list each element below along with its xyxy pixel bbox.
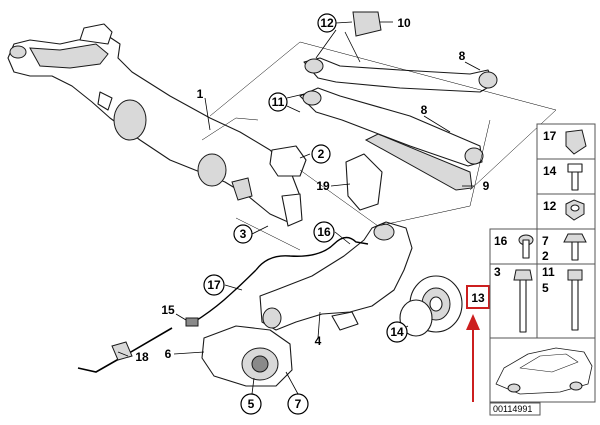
svg-text:17: 17 [207, 278, 221, 292]
callout-3: 3 [233, 224, 253, 244]
axle-carrier-part [7, 23, 303, 227]
sensor-cable-part [255, 236, 369, 271]
brake-line-part [77, 327, 173, 373]
fastener-side-panel: 17 14 12 16 7 2 3 11 5 [489, 123, 596, 403]
svg-text:19: 19 [316, 179, 330, 193]
svg-text:1: 1 [197, 87, 204, 101]
svg-text:15: 15 [161, 303, 175, 317]
side-label-7: 7 [542, 234, 549, 248]
svg-text:2: 2 [318, 147, 325, 161]
svg-text:10: 10 [397, 16, 411, 30]
socket-screw-icon [518, 234, 534, 259]
sensor-plug-part [185, 317, 199, 327]
bearing-block-part [201, 325, 293, 387]
side-label-11: 11 [542, 265, 555, 279]
side-label-14: 14 [543, 164, 557, 178]
callout-15: 15 [161, 303, 175, 317]
leader-lines [117, 21, 481, 395]
lower-control-arm-part [299, 87, 484, 167]
clip-icon [565, 129, 587, 155]
car-silhouette-icon [495, 347, 593, 395]
side-label-17: 17 [543, 129, 557, 143]
callout-7: 7 [287, 393, 309, 415]
svg-text:8: 8 [421, 103, 428, 117]
svg-text:18: 18 [135, 350, 149, 364]
long-hex-bolt-icon [567, 269, 583, 331]
callout-16: 16 [313, 221, 335, 243]
side-label-5: 5 [542, 281, 549, 295]
svg-text:6: 6 [165, 347, 172, 361]
nut-icon [565, 199, 585, 221]
perspective-guides [201, 41, 557, 251]
callout-19: 19 [316, 179, 330, 193]
side-label-12: 12 [543, 199, 557, 213]
cover-part [345, 153, 383, 211]
callout-4: 4 [315, 334, 322, 348]
callout-9: 9 [483, 179, 490, 193]
svg-text:00114991: 00114991 [493, 404, 532, 414]
svg-text:13: 13 [471, 291, 485, 305]
callout-10: 10 [397, 16, 411, 30]
callout-8-lower: 8 [421, 103, 428, 117]
bearing-ring-part [399, 299, 433, 337]
side-label-2: 2 [542, 249, 549, 263]
svg-text:11: 11 [272, 95, 285, 109]
flange-bolt-icon [563, 233, 587, 261]
svg-text:4: 4 [315, 334, 322, 348]
callout-12-top: 12 [317, 13, 337, 33]
svg-text:14: 14 [390, 325, 404, 339]
callout-6: 6 [165, 347, 172, 361]
callout-2: 2 [311, 144, 331, 164]
bracket-part [352, 11, 382, 37]
callout-14: 14 [386, 321, 408, 343]
wheel-carrier-part [259, 221, 413, 331]
callout-18: 18 [135, 350, 149, 364]
callout-1: 1 [197, 87, 204, 101]
bolt-icon [567, 163, 583, 191]
svg-text:12: 12 [320, 16, 334, 30]
svg-text:3: 3 [240, 227, 247, 241]
highlight-arrow [466, 314, 480, 402]
callout-17: 17 [203, 274, 225, 296]
upper-control-arm-part [303, 57, 498, 93]
svg-text:9: 9 [483, 179, 490, 193]
callout-11: 11 [268, 92, 288, 112]
callout-5: 5 [240, 393, 262, 415]
svg-text:16: 16 [317, 225, 331, 239]
svg-text:7: 7 [295, 397, 302, 411]
sensor-cable-lower-part [193, 269, 257, 323]
callout-8-upper: 8 [459, 49, 466, 63]
callout-13-highlighted: 13 [466, 285, 490, 309]
part-code-label: 00114991 [489, 402, 541, 416]
callouts: 10 12 8 11 8 1 2 19 9 3 [135, 13, 490, 415]
side-label-16: 16 [494, 234, 508, 248]
mount-bracket-part [269, 145, 307, 177]
svg-text:8: 8 [459, 49, 466, 63]
boot-part [364, 133, 473, 191]
side-label-3: 3 [494, 265, 501, 279]
svg-text:5: 5 [248, 397, 255, 411]
long-bolt-icon [513, 269, 533, 333]
